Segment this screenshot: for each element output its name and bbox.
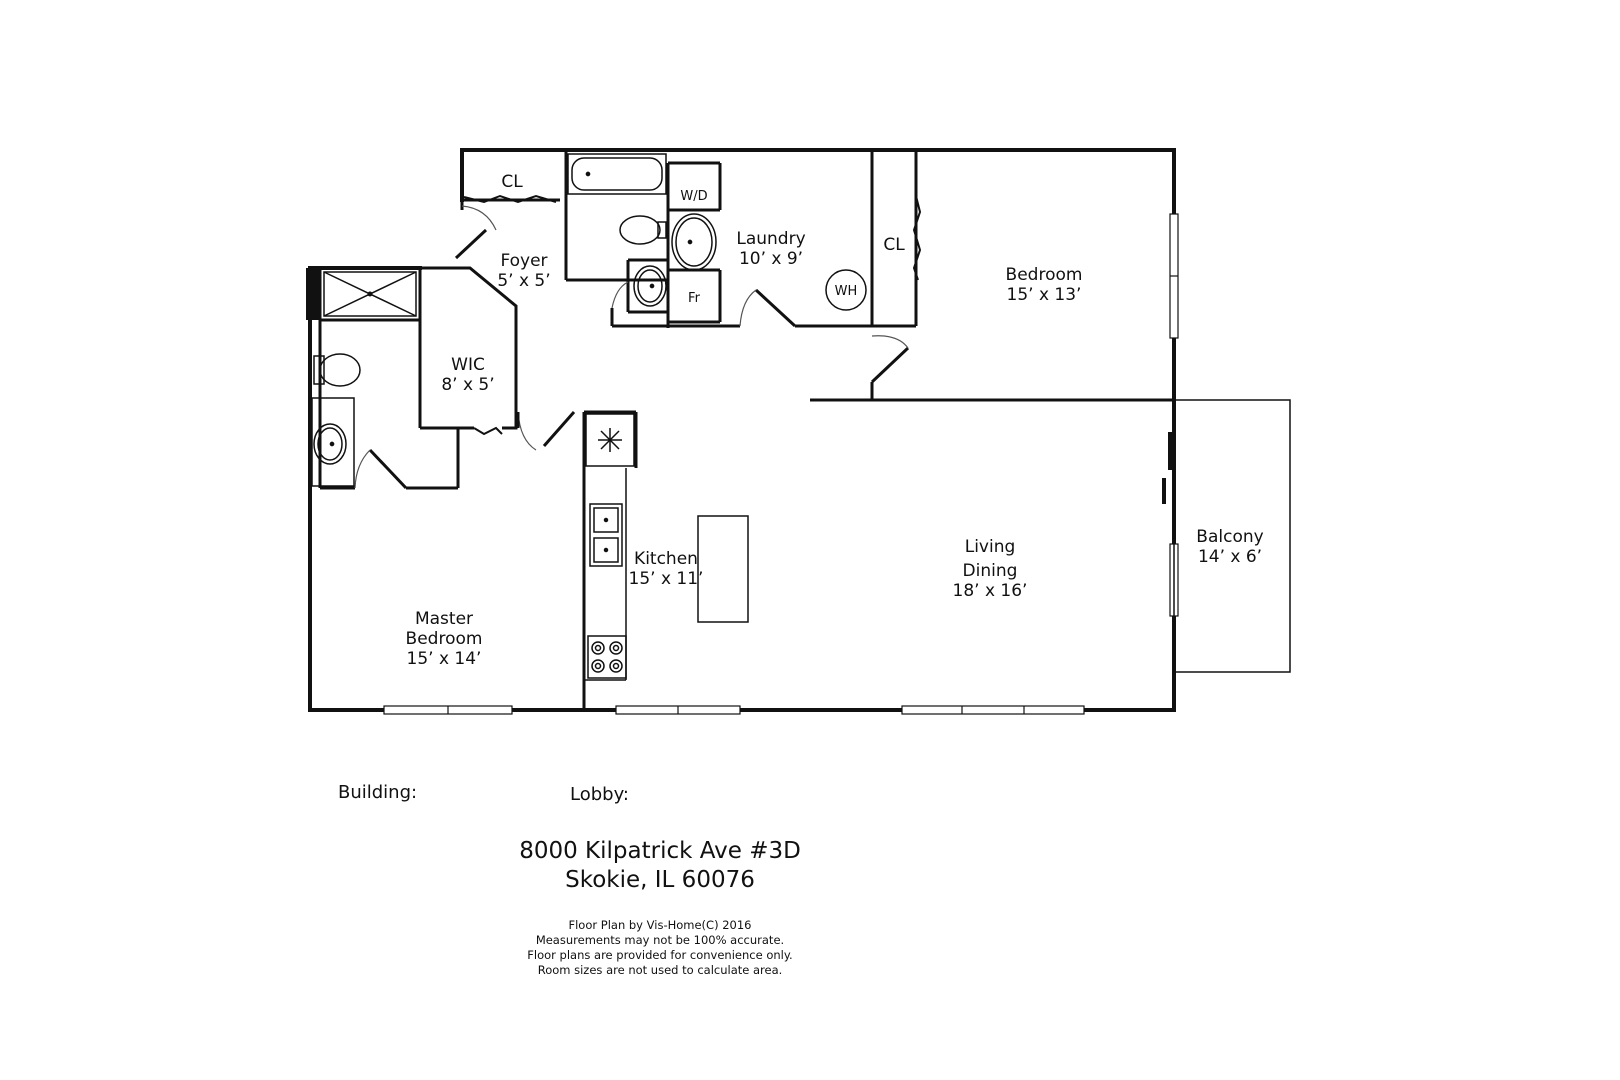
disclaimer-line: Room sizes are not used to calculate are… <box>537 963 783 977</box>
balcony-dims: 14’ x 6’ <box>1198 547 1262 567</box>
washer-dryer-label: W/D <box>680 189 707 204</box>
kitchen-label: Kitchen <box>634 549 698 569</box>
bedroom-label: Bedroom <box>1006 265 1083 285</box>
foyer-label: Foyer <box>500 251 547 271</box>
bathtub <box>567 153 667 195</box>
closet-label: CL <box>501 172 523 192</box>
exterior-walls <box>308 148 1176 712</box>
balcony-label: Balcony <box>1196 527 1263 547</box>
disclaimer-line: Floor plans are provided for convenience… <box>527 948 793 962</box>
building-label: Building: <box>338 782 418 803</box>
kitchen-counter <box>584 468 627 681</box>
master-label: Master <box>415 609 473 629</box>
fridge-label: Fr <box>688 291 701 306</box>
kitchen-dims: 15’ x 11’ <box>629 569 704 589</box>
balcony-outline <box>1173 399 1291 673</box>
master-toilet-icon <box>313 353 361 387</box>
toilet-icon <box>619 215 667 245</box>
disclaimer-line: Measurements may not be 100% accurate. <box>535 933 785 947</box>
dining-label: Dining <box>963 561 1018 581</box>
wic-dims: 8’ x 5’ <box>441 375 494 395</box>
disclaimer: Floor Plan by Vis-Home(C) 2016 Measureme… <box>0 918 1320 978</box>
living-label: Living <box>965 537 1016 557</box>
kitchen-sink-icon <box>589 503 623 567</box>
water-heater-label: WH <box>835 284 858 299</box>
disclaimer-line: Floor Plan by Vis-Home(C) 2016 <box>568 918 752 932</box>
laundry-label: Laundry <box>736 229 805 249</box>
shower-icon <box>323 271 417 317</box>
stove-icon <box>587 635 627 679</box>
wic-label: WIC <box>451 355 485 375</box>
master-bedroom-label: Bedroom <box>406 629 483 649</box>
master-dims: 15’ x 14’ <box>407 649 482 669</box>
bedroom-closet-label: CL <box>883 235 905 255</box>
laundry-dims: 10’ x 9’ <box>739 249 803 269</box>
balcony-door <box>1162 432 1172 504</box>
wall-pillar <box>306 268 320 320</box>
water-heater-icon <box>825 269 867 311</box>
closet-doors <box>463 194 922 436</box>
fridge-icon <box>585 413 635 467</box>
kitchen-island <box>697 515 749 623</box>
property-address: 8000 Kilpatrick Ave #3D Skokie, IL 60076 <box>0 837 1320 895</box>
foyer-dims: 5’ x 5’ <box>497 271 550 291</box>
lobby-label: Lobby: <box>570 784 629 805</box>
living-dims: 18’ x 16’ <box>953 581 1028 601</box>
powder-sink-icon <box>633 265 667 307</box>
bedroom-dims: 15’ x 13’ <box>1007 285 1082 305</box>
master-sink-icon <box>311 397 355 487</box>
address-line-1: 8000 Kilpatrick Ave #3D <box>519 838 801 864</box>
address-line-2: Skokie, IL 60076 <box>565 867 755 893</box>
door-swings <box>354 205 909 489</box>
sink-icon <box>671 213 717 271</box>
door-leaves <box>454 228 520 428</box>
